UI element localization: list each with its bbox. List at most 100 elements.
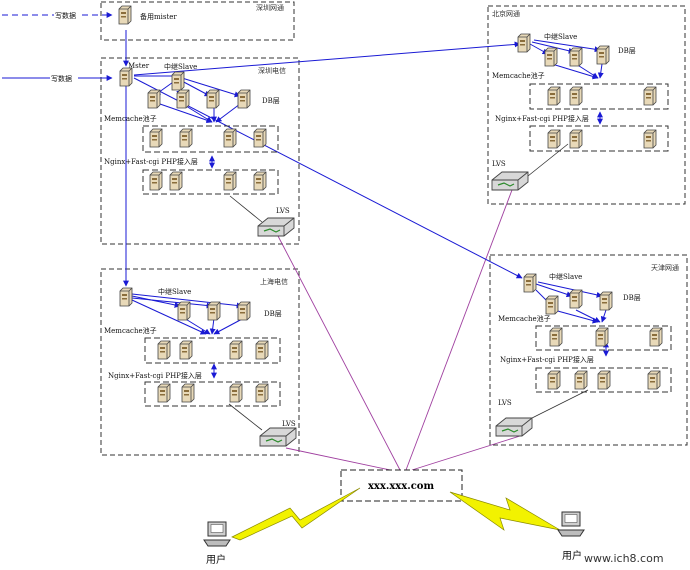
tj-nginx-server-3: [597, 370, 611, 390]
region-box-shenzhen-netcom: [100, 1, 295, 41]
bj-memcache-server-1: [547, 86, 561, 106]
region-label-shenzhen-netcom: 深圳网通: [256, 3, 284, 12]
sh-memcache-server-1: [157, 340, 171, 360]
tj-lvs-label: LVS: [498, 399, 512, 407]
sz-nginx-server-3: [223, 171, 237, 191]
tj-memcache-server-1: [549, 327, 563, 347]
sh-memcache-server-4: [255, 340, 269, 360]
sz-memcache-pool: [142, 125, 279, 153]
region-box-shanghai-telecom: [100, 268, 300, 456]
sz-db-server-2: [176, 89, 190, 109]
bj-db-server-3: [596, 45, 610, 65]
sh-lvs-device: [259, 427, 297, 447]
sz-nginx-server-4: [253, 171, 267, 191]
bj-memcache-server-2: [569, 86, 583, 106]
bj-lvs-label: LVS: [492, 160, 506, 168]
tj-db-server-1: [545, 295, 559, 315]
sz-nginx-label: Nginx+Fast-cgi PHP接入层: [104, 157, 198, 166]
master-label: Mster: [128, 62, 150, 70]
bj-db-server-2: [569, 47, 583, 67]
tj-nginx-pool: [535, 367, 672, 393]
sz-memcache-server-3: [223, 128, 237, 148]
sz-memcache-label: Memcache池子: [104, 114, 157, 123]
nginx-lvs-links: [228, 143, 589, 431]
sh-memcache-pool: [144, 337, 281, 364]
tj-memcache-pool: [535, 325, 672, 351]
sh-db-server-1: [177, 301, 191, 321]
lvs-user-links: [277, 189, 521, 471]
domain-box: [340, 469, 463, 502]
tj-nginx-server-1: [547, 370, 561, 390]
user-label-left: 用户: [206, 553, 226, 566]
sz-nginx-server-2: [169, 171, 183, 191]
user-label-right: 用户: [562, 549, 582, 562]
bj-nginx-server-1: [547, 129, 561, 149]
bj-nginx-pool: [529, 125, 669, 152]
region-label-tianjin-netcom: 天津网通: [651, 263, 679, 272]
sh-nginx-server-3: [229, 383, 243, 403]
write-label-standby: 写数据: [55, 11, 76, 20]
tj-nginx-server-2: [574, 370, 588, 390]
sh-nginx-server-2: [181, 383, 195, 403]
tj-lvs-device: [495, 417, 533, 437]
sz-nginx-server-1: [149, 171, 163, 191]
region-label-shanghai-telecom: 上海电信: [260, 277, 288, 286]
sh-memcache-server-2: [179, 340, 193, 360]
region-box-shenzhen-telecom: [100, 57, 300, 245]
tj-memcache-label: Memcache池子: [498, 314, 551, 323]
tj-relay-slave-server: [523, 273, 537, 293]
sh-nginx-server-4: [255, 383, 269, 403]
bj-memcache-label: Memcache池子: [492, 71, 545, 80]
tj-relay-slave-label: 中继Slave: [549, 272, 582, 281]
sh-lvs-label: LVS: [282, 420, 296, 428]
sh-db-server-2: [207, 301, 221, 321]
bj-relay-slave-server: [517, 33, 531, 53]
sz-lvs-device: [257, 217, 295, 237]
bj-db-server-1: [544, 47, 558, 67]
bj-memcache-pool: [529, 83, 669, 110]
region-label-beijing-netcom: 北京网通: [492, 9, 520, 18]
sz-db-server-1: [147, 89, 161, 109]
bj-nginx-label: Nginx+Fast-cgi PHP接入层: [495, 114, 589, 123]
sz-lvs-label: LVS: [276, 207, 290, 215]
write-label-master: 写数据: [51, 74, 72, 83]
user-computer-icon-right: [557, 511, 585, 537]
bj-nginx-server-3: [643, 129, 657, 149]
sh-nginx-server-1: [157, 383, 171, 403]
lightning-right-icon: [449, 491, 561, 531]
sz-memcache-server-1: [149, 128, 163, 148]
sz-relay-slave-label: 中继Slave: [164, 62, 197, 71]
region-box-beijing-netcom: [487, 5, 686, 205]
tj-db-server-2: [569, 289, 583, 309]
user-computer-icon-left: [203, 521, 231, 547]
region-label-shenzhen-telecom: 深圳电信: [258, 66, 286, 75]
tj-db-server-3: [599, 291, 613, 311]
sz-nginx-pool: [142, 169, 279, 195]
watermark: www.ich8.com: [584, 552, 664, 565]
bj-memcache-server-3: [643, 86, 657, 106]
sh-relay-slave-server: [119, 287, 133, 307]
sz-db-label: DB层: [262, 97, 280, 105]
sz-memcache-server-4: [253, 128, 267, 148]
sh-memcache-server-3: [229, 340, 243, 360]
sh-db-label: DB层: [264, 310, 282, 318]
sz-db-server-4: [237, 89, 251, 109]
tj-memcache-server-2: [595, 327, 609, 347]
bj-nginx-server-2: [569, 129, 583, 149]
standby-master-label: 备用mister: [140, 12, 177, 21]
lightning-left-icon: [231, 487, 361, 541]
sh-nginx-label: Nginx+Fast-cgi PHP接入层: [108, 371, 202, 380]
sh-relay-slave-label: 中继Slave: [158, 287, 191, 296]
sh-nginx-pool: [144, 381, 281, 407]
replication-lines: [123, 30, 609, 379]
standby-master-server: [118, 5, 132, 25]
sz-db-server-3: [206, 89, 220, 109]
tj-db-label: DB层: [623, 294, 641, 302]
sz-memcache-server-2: [179, 128, 193, 148]
sh-memcache-label: Memcache池子: [104, 326, 157, 335]
bj-lvs-device: [491, 171, 529, 191]
tj-memcache-server-3: [649, 327, 663, 347]
sz-relay-slave-server: [171, 71, 185, 91]
